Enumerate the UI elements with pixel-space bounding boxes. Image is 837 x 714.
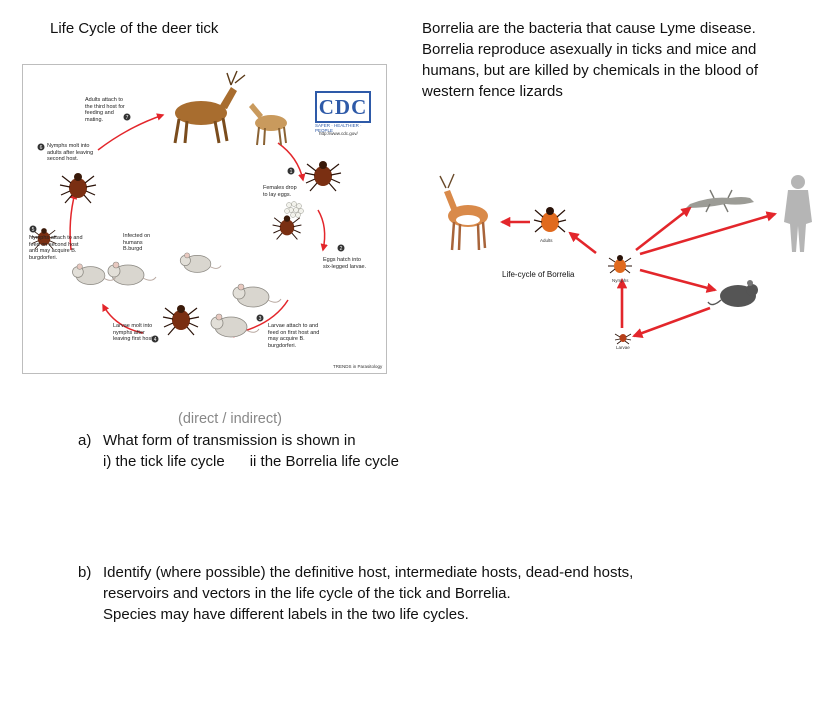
borrelia-cycle-arrows — [499, 206, 777, 339]
step-numbers: 1 2 3 4 5 6 7 — [29, 113, 345, 343]
question-b-line-3: Species may have different labels in the… — [103, 606, 469, 623]
mouse-icon — [232, 283, 282, 308]
question-a-part-i: i) the tick life cycle — [103, 453, 225, 470]
question-b-line-2: reservoirs and vectors in the life cycle… — [103, 585, 511, 602]
question-b: b) Identify (where possible) the definit… — [78, 562, 633, 625]
adult-tick-icon — [533, 207, 567, 233]
human-silhouette-icon — [784, 175, 812, 252]
left-title: Life Cycle of the deer tick — [50, 20, 219, 37]
step-5-text: Nymphs attach to and feed on second host… — [29, 235, 83, 261]
adult-female-tick-icon — [304, 160, 342, 192]
question-a-text: What form of transmission is shown in — [103, 432, 356, 449]
larva-tick-icon — [614, 333, 632, 345]
deer-illustration — [173, 70, 246, 144]
borrelia-cycle-diagram — [439, 173, 812, 345]
borrelia-life-cycle-figure: Life-cycle of Borrelia Adults Nymphs Lar… — [420, 168, 837, 358]
borrelia-description: Borrelia are the bacteria that cause Lym… — [422, 20, 759, 100]
svg-text:6: 6 — [40, 145, 43, 151]
mouse-icon — [107, 261, 157, 286]
transmission-hint: (direct / indirect) — [178, 411, 282, 427]
figure-credit: TRENDS in Parasitology — [333, 364, 383, 369]
cdc-tagline: SAFER · HEALTHIER · PEOPLE — [315, 123, 362, 133]
step-6-text: Nymphs molt into adults after leaving se… — [47, 143, 94, 162]
step-4-text: Larvae molt into nymphs after leaving fi… — [113, 323, 155, 342]
tick-cycle-diagram: 1 2 3 4 5 6 7 — [29, 70, 345, 343]
mouse-icon — [210, 313, 260, 338]
mouse-icon — [707, 280, 758, 307]
svg-text:2: 2 — [340, 246, 343, 252]
question-a-part-ii: ii the Borrelia life cycle — [249, 453, 399, 470]
question-a: a) What form of transmission is shown in… — [78, 430, 399, 472]
question-b-line-1: Identify (where possible) the definitive… — [103, 564, 634, 581]
nymphs-label: Nymphs — [612, 278, 629, 283]
fawn-illustration — [249, 103, 287, 146]
cycle-arrows — [69, 113, 328, 338]
larva-tick-icon — [272, 214, 302, 240]
svg-text:7: 7 — [126, 115, 129, 121]
eggs-icon — [284, 201, 304, 218]
larvae-label: Larvae — [616, 345, 630, 350]
infected-label: Infected on humans B.burgd — [123, 233, 151, 252]
svg-text:3: 3 — [259, 316, 262, 322]
larva-engorged-tick-icon — [162, 304, 200, 336]
tick-life-cycle-figure: 1 2 3 4 5 6 7 CDC SAFER · HEALTHIER · PE… — [22, 64, 387, 374]
cdc-url: http://www.cdc.gov/ — [319, 131, 358, 136]
step-2-text: Eggs hatch into six-legged larvae. — [323, 257, 367, 270]
question-a-letter: a) — [78, 432, 92, 449]
deer-illustration — [439, 173, 488, 251]
cdc-logo: CDC — [315, 91, 371, 123]
borrelia-cycle-caption: Life-cycle of Borrelia — [502, 270, 575, 279]
question-b-letter: b) — [78, 564, 92, 581]
step-3-text: Larvae attach to and feed on first host … — [268, 323, 320, 349]
nymph-tick-icon — [59, 172, 97, 204]
step-7-text: Adults attach to the third host for feed… — [85, 97, 125, 123]
nymph-tick-icon — [608, 255, 632, 274]
svg-text:5: 5 — [32, 227, 35, 233]
svg-text:4: 4 — [154, 337, 157, 343]
lizard-icon — [686, 189, 754, 213]
adults-label: Adults — [540, 238, 553, 243]
svg-text:1: 1 — [290, 169, 293, 175]
mouse-icon — [179, 252, 222, 273]
step-1-text: Females drop to lay eggs. — [263, 185, 297, 198]
